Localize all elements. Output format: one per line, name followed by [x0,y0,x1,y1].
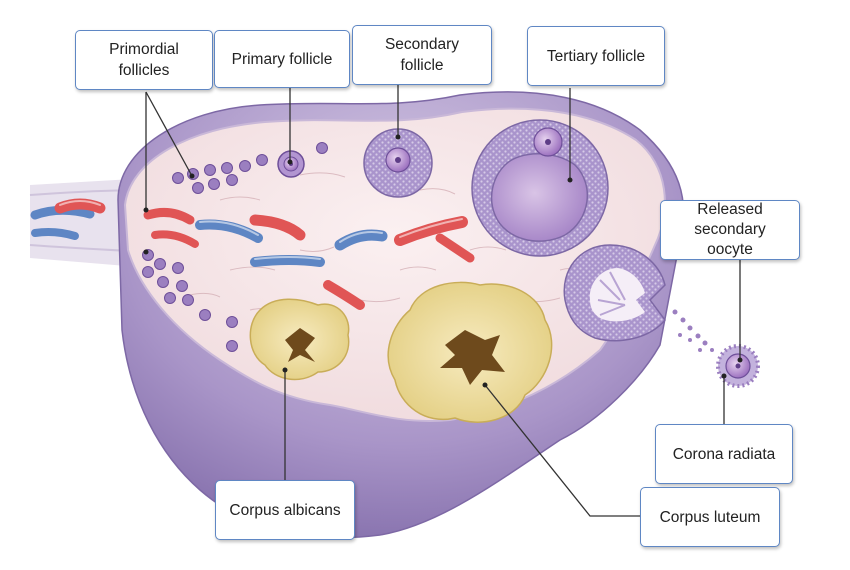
label-secondary-follicle: Secondary follicle [352,25,492,85]
label-luteum-text: Corpus luteum [659,508,761,526]
label-released-line2: secondary [694,221,766,238]
label-tertiary-text: Tertiary follicle [546,47,646,65]
label-primary-text: Primary follicle [231,50,333,68]
vessel-highlights [59,200,463,260]
label-primordial-line2: follicles [118,62,170,79]
label-released-secondary-oocyte: Released secondary oocyte [660,200,800,260]
label-corona-radiata: Corona radiata [655,424,793,484]
label-corpus-albicans: Corpus albicans [215,480,355,540]
label-released-line3: oocyte [707,241,753,258]
tertiary-follicle [471,119,609,257]
corpus-albicans [249,298,350,381]
leader-dots [143,134,743,388]
label-primordial-follicles: Primordial follicles [75,30,213,90]
label-secondary-line2: follicle [400,57,444,74]
released-cells [672,309,714,352]
blood-vessels [54,198,475,310]
label-tertiary-follicle: Tertiary follicle [527,26,665,86]
primordial-follicles [142,142,328,352]
label-primordial-line1: Primordial [109,41,179,58]
label-primary-follicle: Primary follicle [214,30,350,88]
label-corpus-luteum: Corpus luteum [640,487,780,547]
label-albicans-text: Corpus albicans [229,501,341,519]
leader-lines [145,84,741,517]
label-secondary-line1: Secondary [384,36,460,53]
label-released-line1: Released [697,201,763,218]
label-corona-text: Corona radiata [672,445,776,463]
released-oocyte [716,344,760,388]
corpus-luteum [387,281,553,423]
ruptured-follicle [563,244,666,342]
secondary-follicle [363,128,433,198]
